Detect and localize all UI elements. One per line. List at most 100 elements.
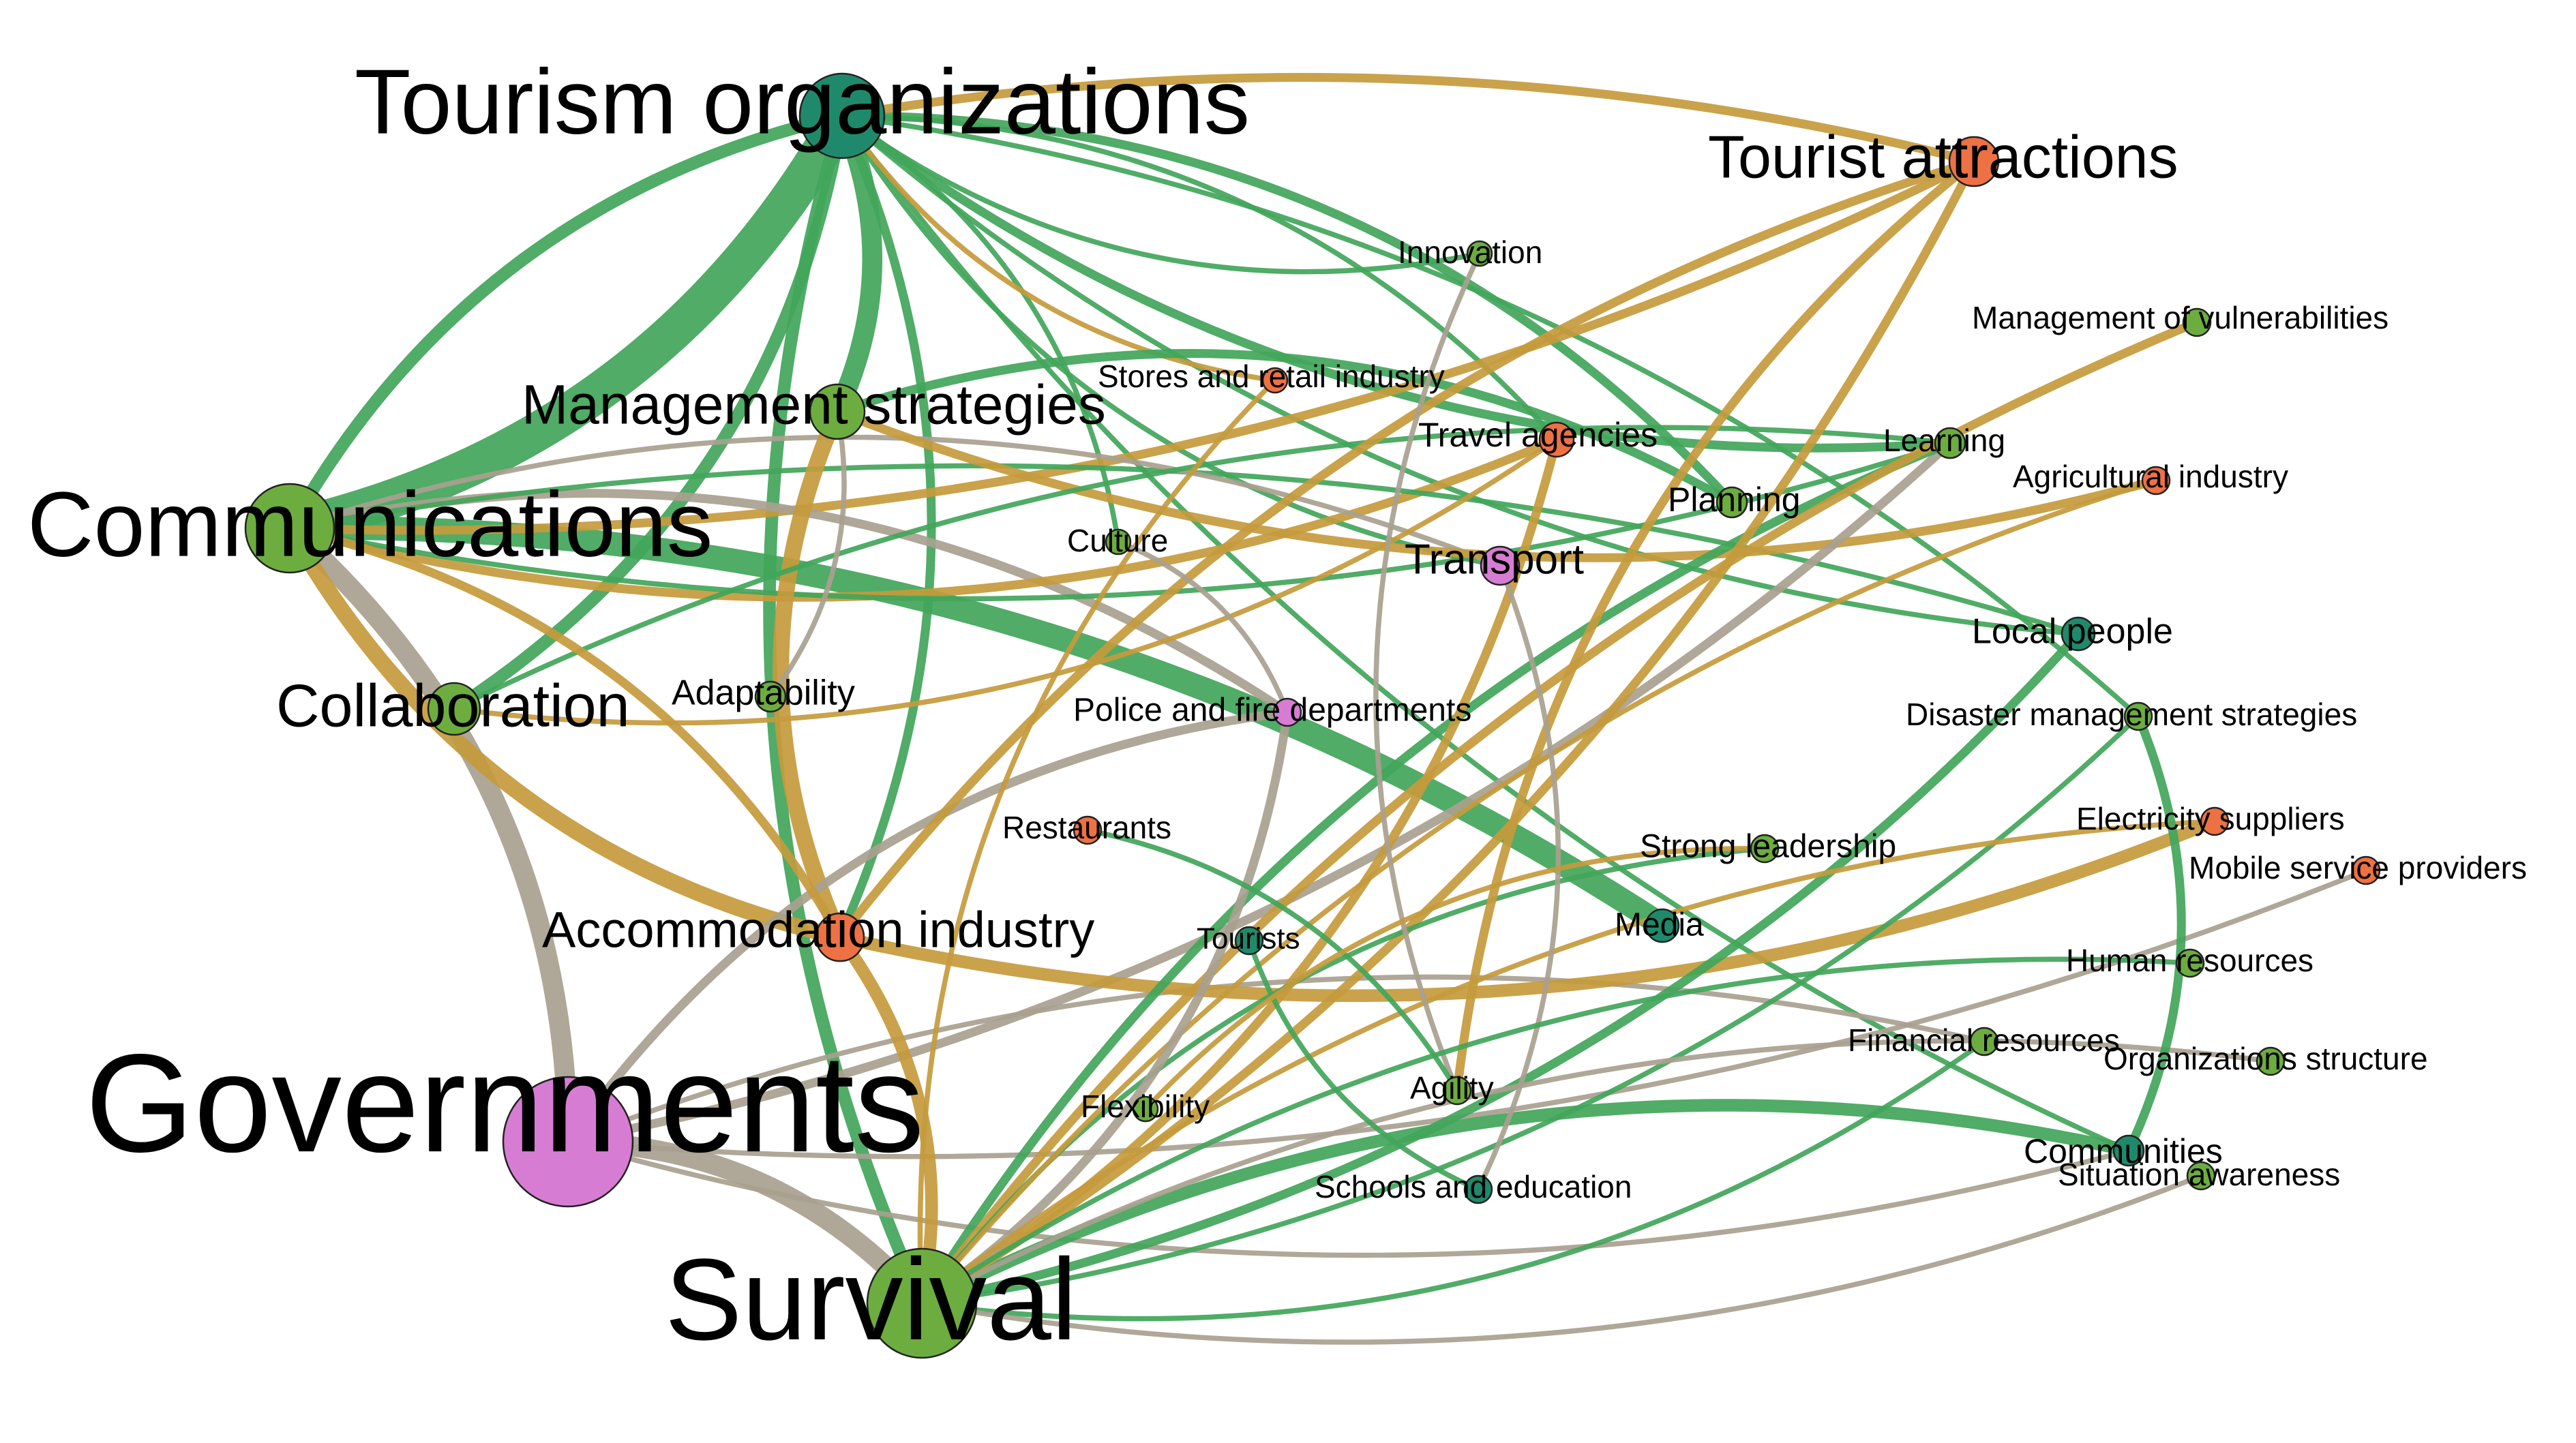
node-label-financial: Financial resources	[1848, 1022, 2120, 1058]
node-org_struct: Organizations structure	[2103, 1041, 2428, 1076]
edge-tourism_org-tourist_attr	[837, 73, 1979, 166]
node-label-restaurants: Restaurants	[1002, 810, 1171, 845]
node-mobile: Mobile service providers	[2189, 850, 2527, 885]
edge-survival-mgmt_vuln	[917, 318, 2202, 1308]
edge-human_res-survival	[919, 956, 2193, 1306]
node-mgmt_strat: Management strategies	[522, 374, 1106, 440]
node-circle-financial	[1969, 1027, 1999, 1057]
node-label-communities: Communities	[2024, 1132, 2223, 1170]
edge-mgmt_strat-accommodation	[773, 404, 848, 945]
node-circle-flexibility	[1132, 1095, 1159, 1123]
edge-tourism_org-travel	[839, 113, 1559, 442]
node-schools: Schools and education	[1315, 1169, 1632, 1204]
node-label-communications: Communications	[27, 473, 713, 576]
node-label-transport: Transport	[1405, 536, 1584, 583]
node-circle-schools	[1463, 1174, 1493, 1204]
node-local_people: Local people	[1972, 612, 2173, 652]
edge-governments-police	[563, 708, 1292, 1146]
edge-tourism_org-planning	[837, 111, 1737, 507]
node-circle-culture	[1105, 528, 1132, 556]
node-label-innovation: Innovation	[1398, 234, 1542, 270]
node-circle-situation	[2186, 1161, 2216, 1191]
edge-tourism_org-stores	[839, 113, 1278, 383]
node-circle-local_people	[2061, 616, 2096, 652]
node-label-local_people: Local people	[1972, 612, 2173, 652]
node-circle-communities	[2112, 1134, 2145, 1167]
node-label-org_struct: Organizations structure	[2103, 1041, 2428, 1076]
node-planning: Planning	[1668, 481, 1801, 519]
node-tourism_org: Tourism organizations	[355, 50, 1250, 160]
node-circle-learning	[1934, 427, 1966, 459]
node-culture: Culture	[1067, 523, 1168, 558]
edge-survival-learning	[917, 438, 1955, 1308]
node-communities: Communities	[2024, 1132, 2223, 1170]
node-circle-electricity	[2200, 806, 2230, 836]
edge-survival-financial	[919, 1039, 1987, 1322]
node-circle-travel	[1538, 421, 1575, 458]
node-circle-police	[1272, 697, 1302, 727]
node-tourist_attr: Tourist attractions	[1708, 123, 2178, 190]
node-label-survival: Survival	[665, 1235, 1077, 1365]
edge-tourism_org-communities	[839, 113, 2131, 1153]
node-adaptability: Adaptability	[672, 673, 855, 713]
node-restaurants: Restaurants	[1002, 810, 1171, 845]
node-human_res: Human resources	[2066, 943, 2313, 978]
node-transport: Transport	[1405, 536, 1584, 586]
edge-culture-police	[1115, 539, 1290, 715]
edge-communications-travel	[285, 435, 1561, 602]
node-circle-strong_lead	[1750, 834, 1780, 864]
node-stores: Stores and retail industry	[1098, 359, 1445, 394]
node-label-planning: Planning	[1668, 481, 1801, 519]
edge-tourism_org-survival	[763, 109, 929, 1310]
node-label-stores: Stores and retail industry	[1098, 359, 1445, 394]
node-label-mobile: Mobile service providers	[2189, 850, 2527, 885]
edge-survival-agri	[919, 478, 2159, 1306]
node-circle-mgmt_strat	[809, 383, 866, 440]
edge-tourism_org-transport	[839, 113, 1503, 568]
edge-accommodation-communications	[285, 523, 845, 942]
node-circle-mgmt_vuln	[2182, 307, 2212, 337]
node-circle-communications	[244, 483, 335, 574]
edge-survival-disaster	[919, 714, 2141, 1306]
edge-survival-tourist_attr	[917, 157, 1979, 1308]
node-label-mgmt_strat: Management strategies	[522, 374, 1106, 436]
edge-survival-stores	[917, 378, 1278, 1306]
node-label-learning: Learning	[1883, 423, 2005, 458]
edge-transport-schools	[1476, 563, 1561, 1192]
edge-governments-mobile	[565, 868, 2369, 1159]
node-label-police: Police and fire departments	[1073, 693, 1471, 729]
node-learning: Learning	[1883, 423, 2005, 459]
node-label-tourists: Tourists	[1197, 922, 1300, 956]
node-circle-stores	[1261, 367, 1289, 394]
edge-disaster-communities	[2124, 712, 2186, 1155]
node-innovation: Innovation	[1398, 234, 1542, 270]
node-circle-accommodation	[815, 912, 865, 962]
node-tourists: Tourists	[1197, 922, 1300, 956]
node-accommodation: Accommodation industry	[542, 902, 1094, 962]
node-circle-human_res	[2175, 948, 2205, 978]
node-label-media: Media	[1615, 907, 1704, 943]
node-circle-mobile	[2351, 855, 2381, 885]
node-label-agility: Agility	[1410, 1070, 1494, 1106]
node-circle-tourism_org	[798, 72, 886, 160]
node-label-flexibility: Flexibility	[1081, 1089, 1210, 1124]
edge-adaptability-mgmt_strat	[768, 409, 847, 699]
edges-layer	[270, 73, 2369, 1345]
edge-innovation-agility	[1373, 251, 1482, 1093]
node-label-tourist_attr: Tourist attractions	[1708, 123, 2178, 190]
edge-survival-situation	[919, 1173, 2204, 1345]
edge-tourism_org-mgmt_strat	[827, 106, 882, 422]
node-circle-planning	[1716, 486, 1748, 519]
node-circle-governments	[502, 1076, 634, 1208]
node-label-tourism_org: Tourism organizations	[355, 50, 1250, 153]
node-label-agri: Agricultural industry	[2013, 459, 2288, 494]
node-circle-agility	[1442, 1076, 1472, 1106]
edge-survival-travel	[917, 435, 1561, 1308]
node-flexibility: Flexibility	[1081, 1089, 1210, 1124]
node-label-situation: Situation awareness	[2058, 1157, 2340, 1192]
node-governments: Governments	[85, 1025, 925, 1208]
node-circle-agri	[2141, 466, 2171, 496]
edge-restaurants-agility	[1085, 827, 1460, 1093]
node-circle-org_struct	[2256, 1046, 2286, 1076]
